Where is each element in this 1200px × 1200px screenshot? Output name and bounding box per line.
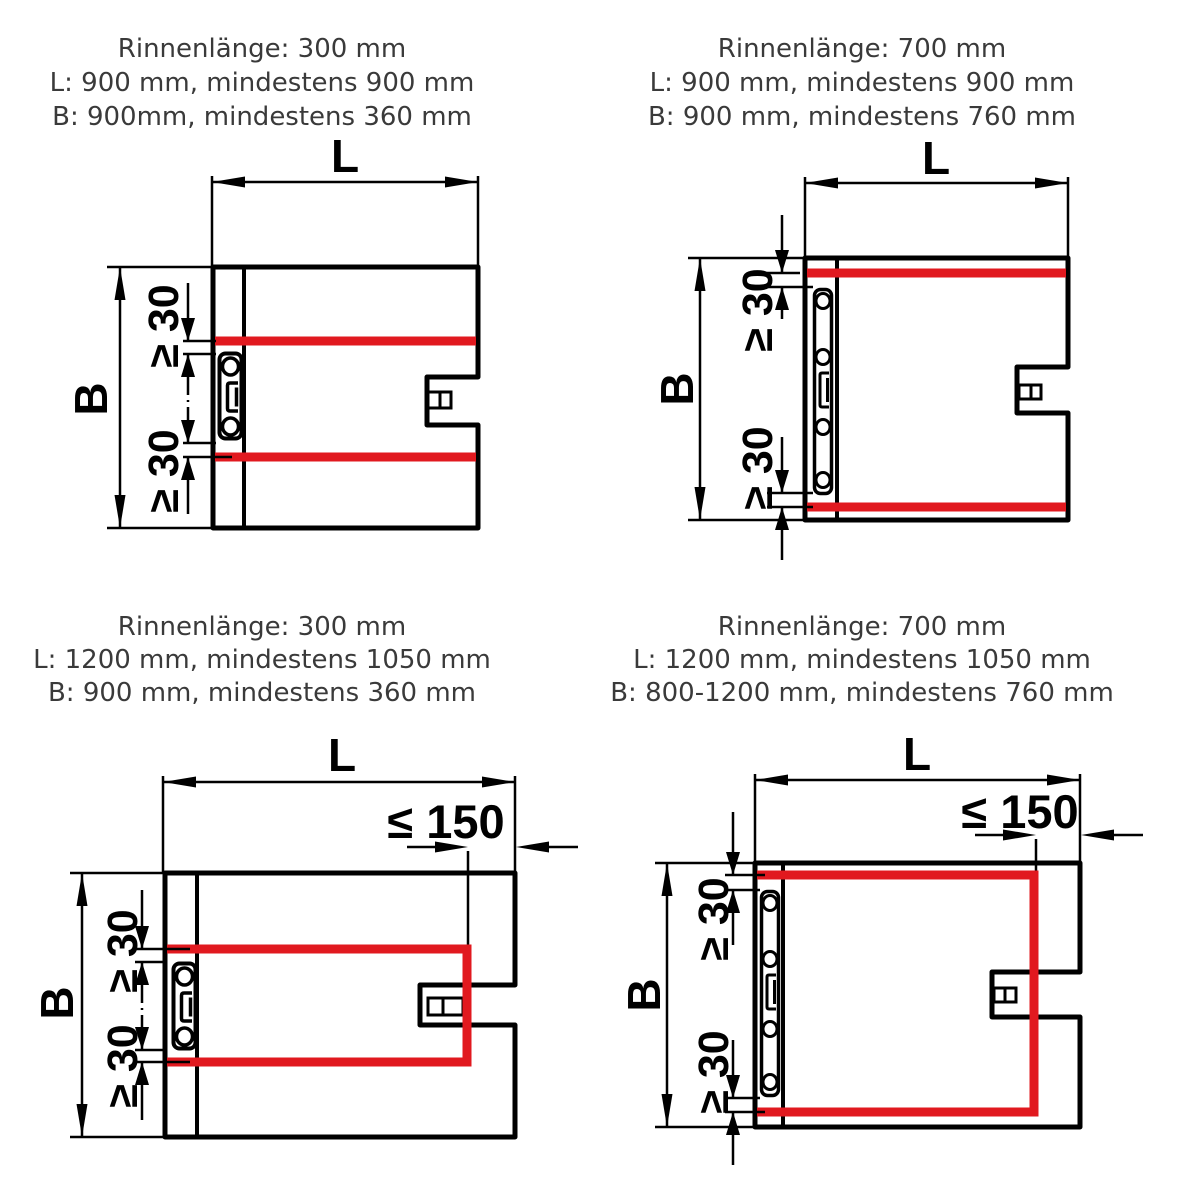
drain-channel-icon <box>171 961 198 1051</box>
diagram-bottom-right: Rinnenlänge: 700 mm L: 1200 mm, mindeste… <box>610 612 1143 1165</box>
title-line: Rinnenlänge: 700 mm <box>718 612 1006 642</box>
title-line: Rinnenlänge: 700 mm <box>718 34 1006 64</box>
shower-area-outline <box>162 870 518 1140</box>
arrowhead <box>76 873 88 906</box>
title-line: L: 900 mm, mindestens 900 mm <box>50 68 475 98</box>
arrowhead <box>114 495 126 528</box>
title-line: Rinnenlänge: 300 mm <box>118 612 406 642</box>
drain-offset-label: ≤ 150 <box>387 795 504 848</box>
shower-area-outline <box>210 264 481 531</box>
arrowhead <box>694 258 706 291</box>
title-line: L: 1200 mm, mindestens 1050 mm <box>633 645 1091 675</box>
length-label: L <box>903 728 931 780</box>
arrowhead <box>805 177 838 189</box>
width-label: B <box>65 382 117 415</box>
wall-connector <box>426 996 465 1017</box>
clearance-label: ≥ 30 <box>99 1024 147 1107</box>
title-line: L: 1200 mm, mindestens 1050 mm <box>33 645 491 675</box>
title-line: B: 900 mm, mindestens 760 mm <box>648 102 1076 132</box>
clearance-label: ≥ 30 <box>734 426 782 509</box>
shower-area-outline <box>752 860 1083 1130</box>
arrowhead <box>76 1104 88 1137</box>
drain-channel-icon <box>759 889 781 1098</box>
length-label: L <box>922 132 950 184</box>
arrowhead <box>661 1094 673 1127</box>
arrowhead <box>445 176 478 188</box>
heating-cable-loop <box>167 944 472 1067</box>
diagram-bottom-left: Rinnenlänge: 300 mm L: 1200 mm, mindeste… <box>31 612 578 1140</box>
arrowhead <box>114 267 126 300</box>
arrowhead <box>1081 829 1114 841</box>
title-line: L: 900 mm, mindestens 900 mm <box>650 68 1075 98</box>
arrowhead <box>212 176 245 188</box>
title-line: Rinnenlänge: 300 mm <box>118 34 406 64</box>
clearance-label: ≥ 30 <box>140 429 188 512</box>
arrowhead <box>1035 177 1068 189</box>
arrowhead <box>482 776 515 788</box>
clearance-label: ≥ 30 <box>690 877 738 960</box>
drain-channel-icon <box>812 287 834 496</box>
length-label: L <box>328 729 356 781</box>
title-line: B: 900 mm, mindestens 360 mm <box>48 678 476 708</box>
diagram-top-right: Rinnenlänge: 700 mm L: 900 mm, mindesten… <box>648 34 1076 560</box>
arrowhead <box>694 487 706 520</box>
width-label: B <box>618 978 670 1011</box>
diagram-top-left: Rinnenlänge: 300 mm L: 900 mm, mindesten… <box>50 34 481 531</box>
length-label: L <box>331 130 359 182</box>
clearance-label: ≥ 30 <box>140 284 188 367</box>
drain-channel-icon <box>217 351 244 441</box>
title-line: B: 900mm, mindestens 360 mm <box>52 102 472 132</box>
arrowhead <box>661 863 673 896</box>
clearance-label: ≥ 30 <box>690 1030 738 1113</box>
title-line: B: 800-1200 mm, mindestens 760 mm <box>610 678 1114 708</box>
clearance-label: ≥ 30 <box>734 268 782 351</box>
width-label: B <box>31 986 83 1019</box>
arrowhead <box>516 841 549 853</box>
shower-area-outline <box>802 255 1071 523</box>
arrowhead <box>163 776 196 788</box>
drain-offset-label: ≤ 150 <box>961 785 1078 838</box>
arrowhead <box>726 1112 740 1135</box>
clearance-label: ≥ 30 <box>99 909 147 992</box>
heating-cable-loop <box>757 870 1039 1117</box>
arrowhead <box>755 774 788 786</box>
arrowhead <box>1047 774 1080 786</box>
width-label: B <box>651 372 703 405</box>
